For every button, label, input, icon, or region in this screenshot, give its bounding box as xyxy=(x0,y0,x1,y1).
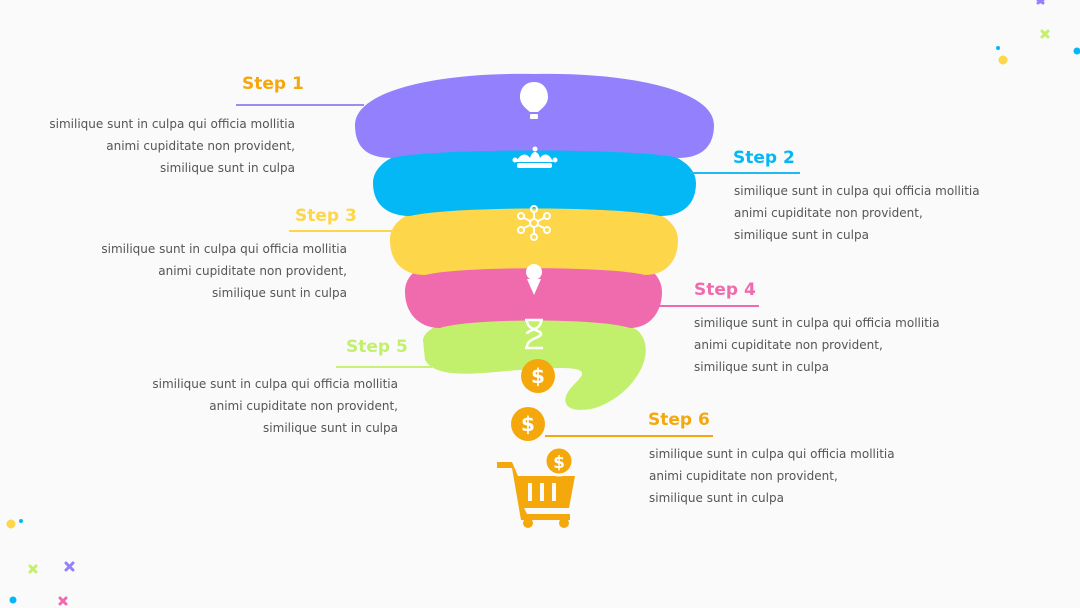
step-1-title: Step 1 xyxy=(242,74,304,94)
step-3-line-2: animi cupiditate non provident, xyxy=(158,264,347,278)
step-2-line-3: similique sunt in culpa xyxy=(734,228,869,242)
step-4-line-2: animi cupiditate non provident, xyxy=(694,338,883,352)
step-3-line-3: similique sunt in culpa xyxy=(212,286,347,300)
step-2-line-2: animi cupiditate non provident, xyxy=(734,206,923,220)
step-4-line-1: similique sunt in culpa qui officia moll… xyxy=(694,316,940,330)
step-6-description: similique sunt in culpa qui officia moll… xyxy=(649,443,895,509)
step-3-description: similique sunt in culpa qui officia moll… xyxy=(101,238,347,304)
network-icon xyxy=(517,205,551,241)
step-1-description: similique sunt in culpa qui officia moll… xyxy=(49,113,295,179)
svg-text:$: $ xyxy=(531,364,545,388)
ice-cream-icon xyxy=(526,264,542,295)
step-1-connector xyxy=(236,104,364,106)
hot-air-balloon-icon xyxy=(520,82,548,119)
step-6-line-1: similique sunt in culpa qui officia moll… xyxy=(649,447,895,461)
step-5-connector xyxy=(336,366,432,368)
step-1-line-2: animi cupiditate non provident, xyxy=(106,139,295,153)
step-6-title: Step 6 xyxy=(648,410,710,430)
step-6-line-3: similique sunt in culpa xyxy=(649,491,784,505)
step-2-description: similique sunt in culpa qui officia moll… xyxy=(734,180,980,246)
step-3-title: Step 3 xyxy=(295,206,357,226)
step-5-title: Step 5 xyxy=(346,337,408,357)
step-1-line-1: similique sunt in culpa qui officia moll… xyxy=(49,117,295,131)
svg-text:$: $ xyxy=(521,412,535,436)
confetti-decoration xyxy=(6,0,1080,606)
step-5-line-1: similique sunt in culpa qui officia moll… xyxy=(152,377,398,391)
step-1-line-3: similique sunt in culpa xyxy=(160,161,295,175)
svg-text:$: $ xyxy=(553,453,565,473)
step-6-line-2: animi cupiditate non provident, xyxy=(649,469,838,483)
step-4-title: Step 4 xyxy=(694,280,756,300)
step-5-line-3: similique sunt in culpa xyxy=(263,421,398,435)
jester-hat-icon xyxy=(512,146,558,168)
step-3-connector xyxy=(289,230,399,232)
step-3-line-1: similique sunt in culpa qui officia moll… xyxy=(101,242,347,256)
step-5-description: similique sunt in culpa qui officia moll… xyxy=(152,373,398,439)
step-4-line-3: similique sunt in culpa xyxy=(694,360,829,374)
hourglass-icon xyxy=(525,318,543,350)
step-4-connector xyxy=(655,305,759,307)
step-4-description: similique sunt in culpa qui officia moll… xyxy=(694,312,940,378)
shopping-cart-icon: $ xyxy=(497,445,575,528)
step-5-line-2: animi cupiditate non provident, xyxy=(209,399,398,413)
dollar-coin-icon: $ xyxy=(521,359,555,393)
step-2-title: Step 2 xyxy=(733,148,795,168)
step-2-line-1: similique sunt in culpa qui officia moll… xyxy=(734,184,980,198)
dollar-coin-icon: $ xyxy=(511,407,545,441)
step-2-connector xyxy=(690,172,800,174)
funnel-band-3 xyxy=(390,195,678,275)
step-6-connector xyxy=(545,435,713,437)
funnel-band-2 xyxy=(373,138,696,216)
